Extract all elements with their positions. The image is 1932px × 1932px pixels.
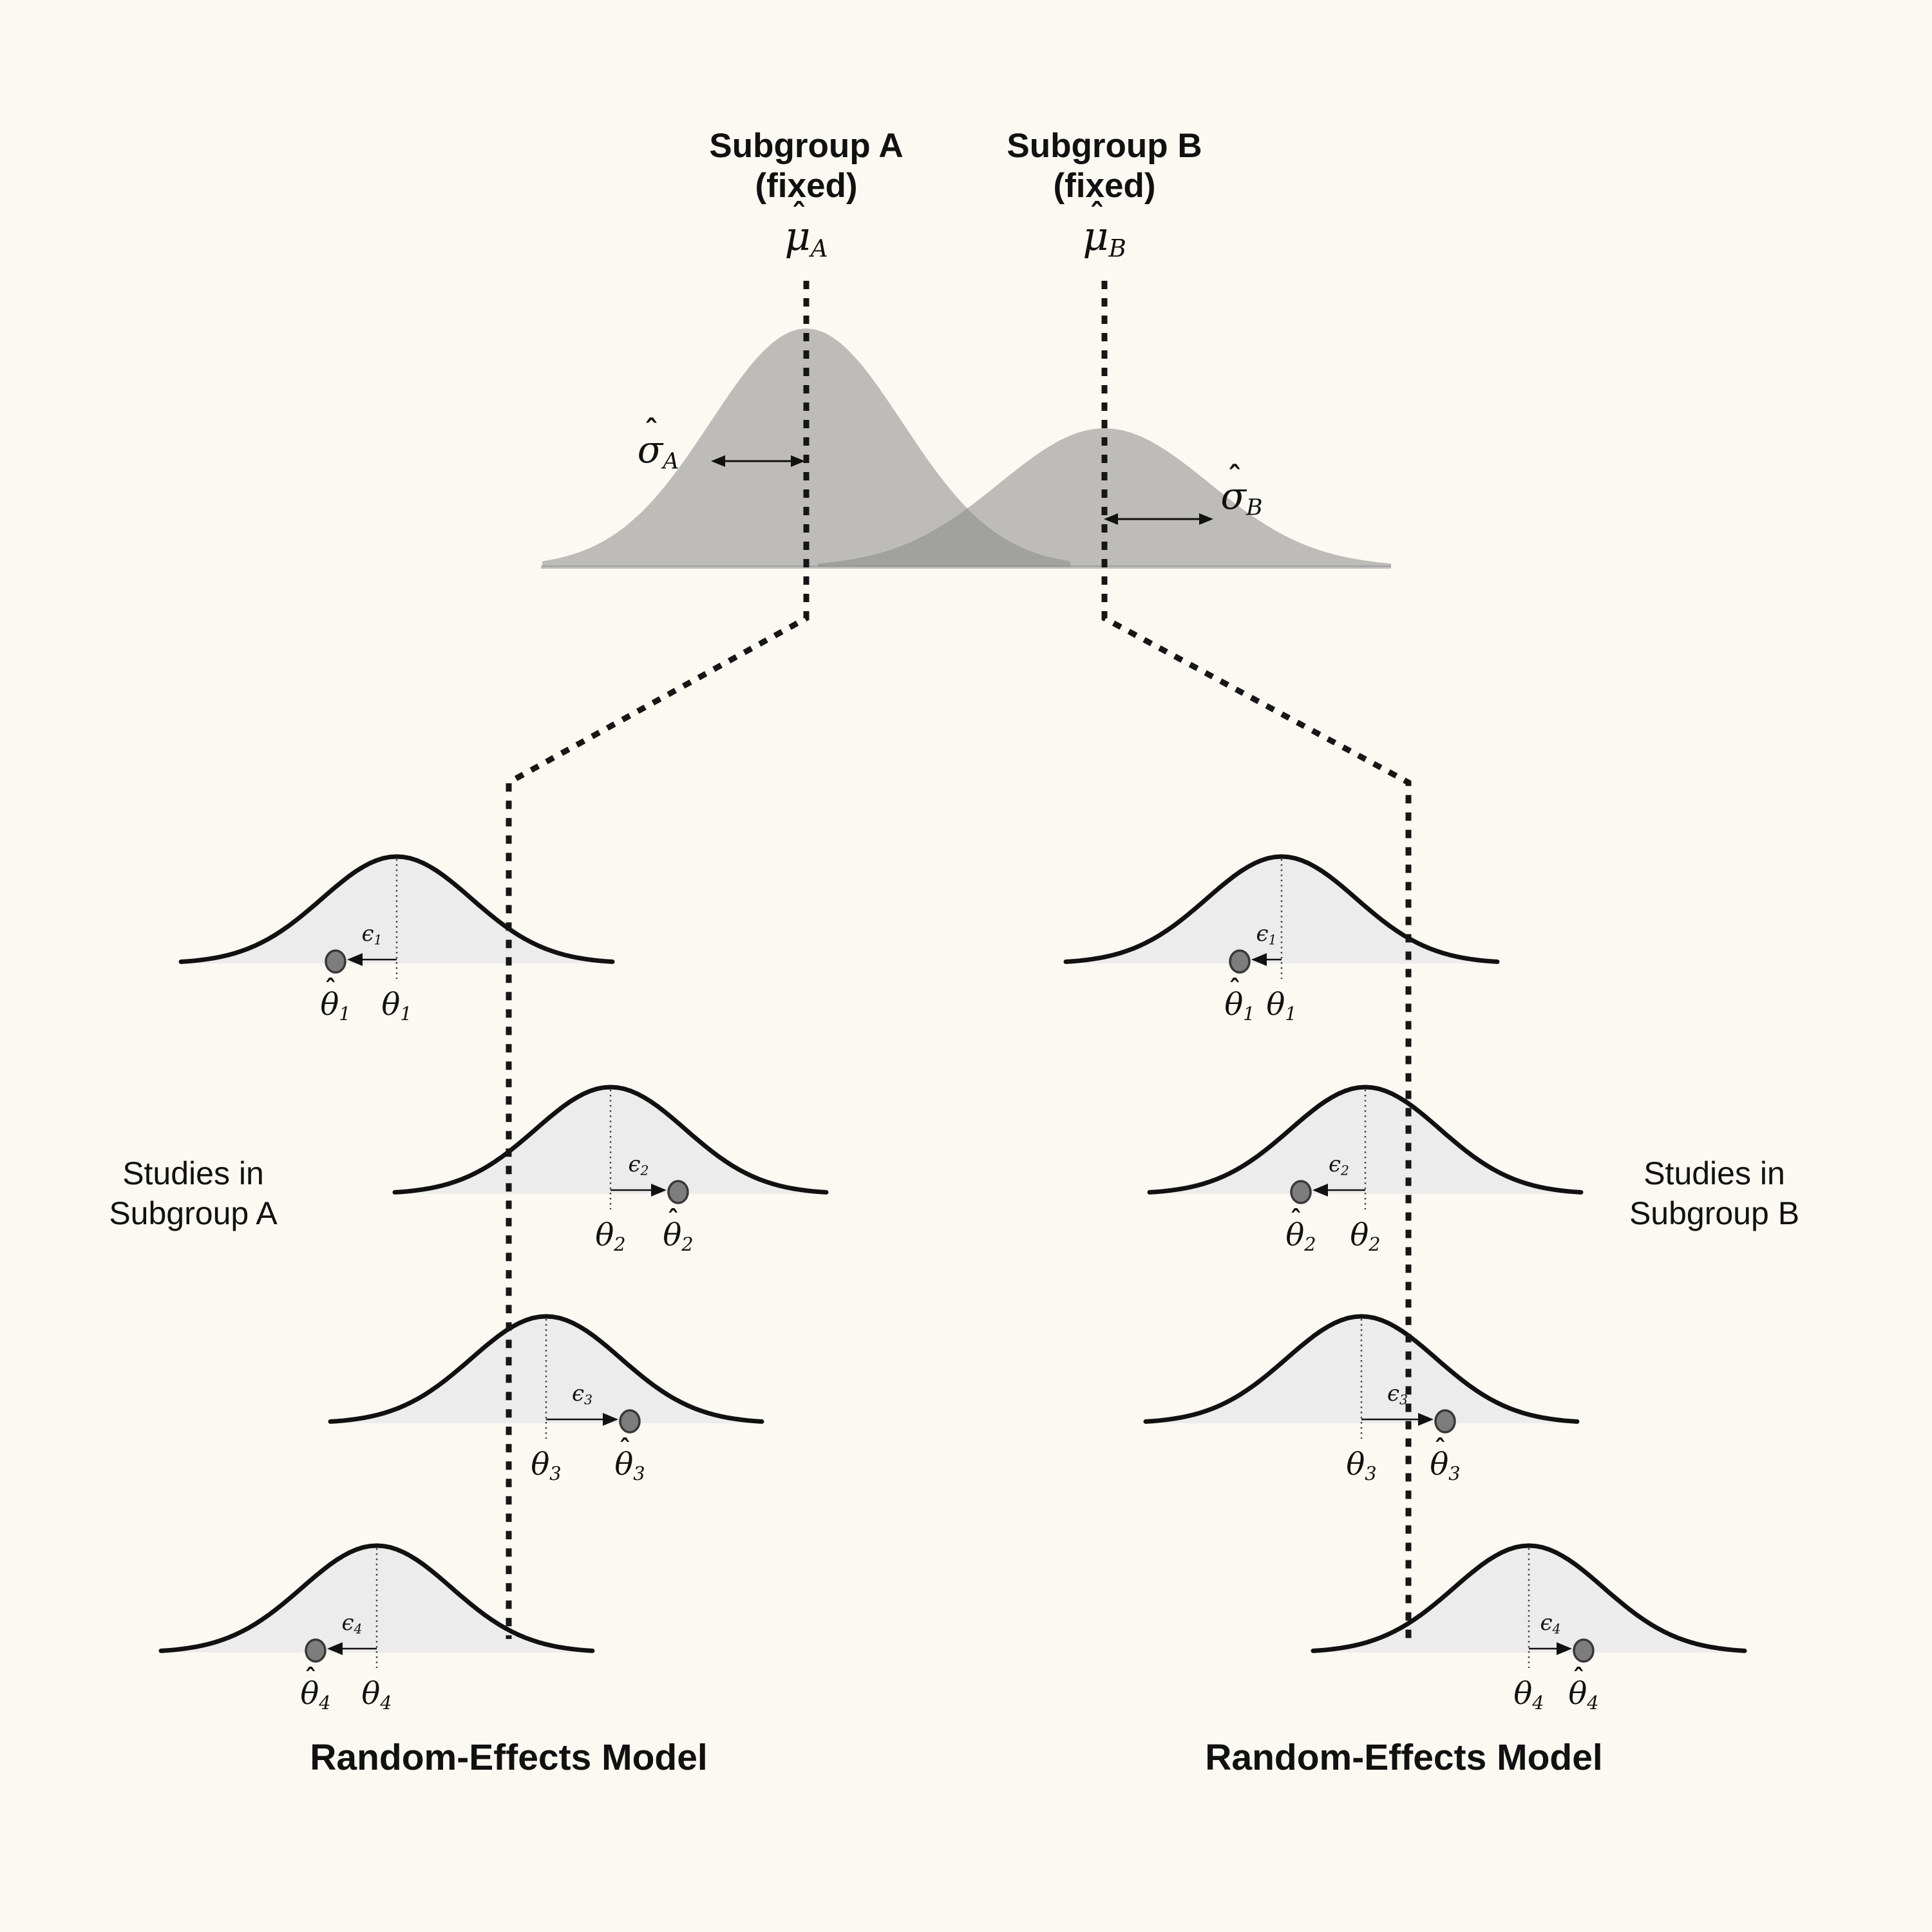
epsilon-arrowhead — [1418, 1413, 1434, 1426]
study-curve-fill-a3 — [330, 1316, 762, 1423]
study-curve-a2 — [392, 1084, 829, 1195]
epsilon-arrowhead — [327, 1642, 343, 1655]
study-curve-b3 — [1143, 1314, 1580, 1424]
study-curve-fill-b1 — [1066, 857, 1497, 963]
sigma-arrowhead-left — [711, 455, 725, 467]
mu-b-dashed-line — [1101, 281, 1412, 1639]
study-curve-fill-a1 — [181, 857, 612, 963]
theta-hat-estimate-dot — [667, 1180, 689, 1204]
study-curve-b4 — [1311, 1543, 1747, 1653]
study-curve-b1 — [1063, 854, 1500, 964]
sigma-arrowhead-right — [1199, 513, 1213, 525]
epsilon-arrowhead — [1312, 1184, 1328, 1197]
epsilon-arrowhead — [1557, 1642, 1572, 1655]
epsilon-arrowhead — [651, 1184, 667, 1197]
theta-hat-estimate-dot — [619, 1409, 641, 1434]
sigma-arrowhead-right — [791, 455, 805, 467]
subgroup-a-population — [542, 328, 1070, 567]
theta-hat-estimate-dot — [325, 949, 346, 974]
study-curve-a4 — [158, 1543, 595, 1653]
study-curve-b2 — [1147, 1084, 1584, 1195]
mu-a-dashed-line — [506, 281, 810, 1639]
sigma-arrowhead-left — [1104, 513, 1118, 525]
theta-hat-estimate-dot — [1573, 1638, 1595, 1663]
epsilon-arrowhead — [347, 953, 363, 966]
study-curve-fill-a2 — [395, 1087, 826, 1194]
epsilon-arrowhead — [603, 1413, 618, 1426]
theta-hat-estimate-dot — [305, 1638, 327, 1663]
study-curve-fill-b3 — [1146, 1316, 1577, 1423]
population-baseline — [541, 565, 1391, 569]
theta-hat-estimate-dot — [1229, 949, 1251, 974]
study-curve-a3 — [328, 1314, 764, 1424]
theta-hat-estimate-dot — [1434, 1409, 1456, 1434]
epsilon-arrowhead — [1251, 953, 1267, 966]
study-curve-a1 — [178, 854, 615, 964]
study-curve-fill-b2 — [1150, 1087, 1581, 1194]
study-curve-fill-b4 — [1313, 1546, 1745, 1653]
study-curve-fill-a4 — [161, 1546, 592, 1653]
theta-hat-estimate-dot — [1290, 1180, 1312, 1204]
